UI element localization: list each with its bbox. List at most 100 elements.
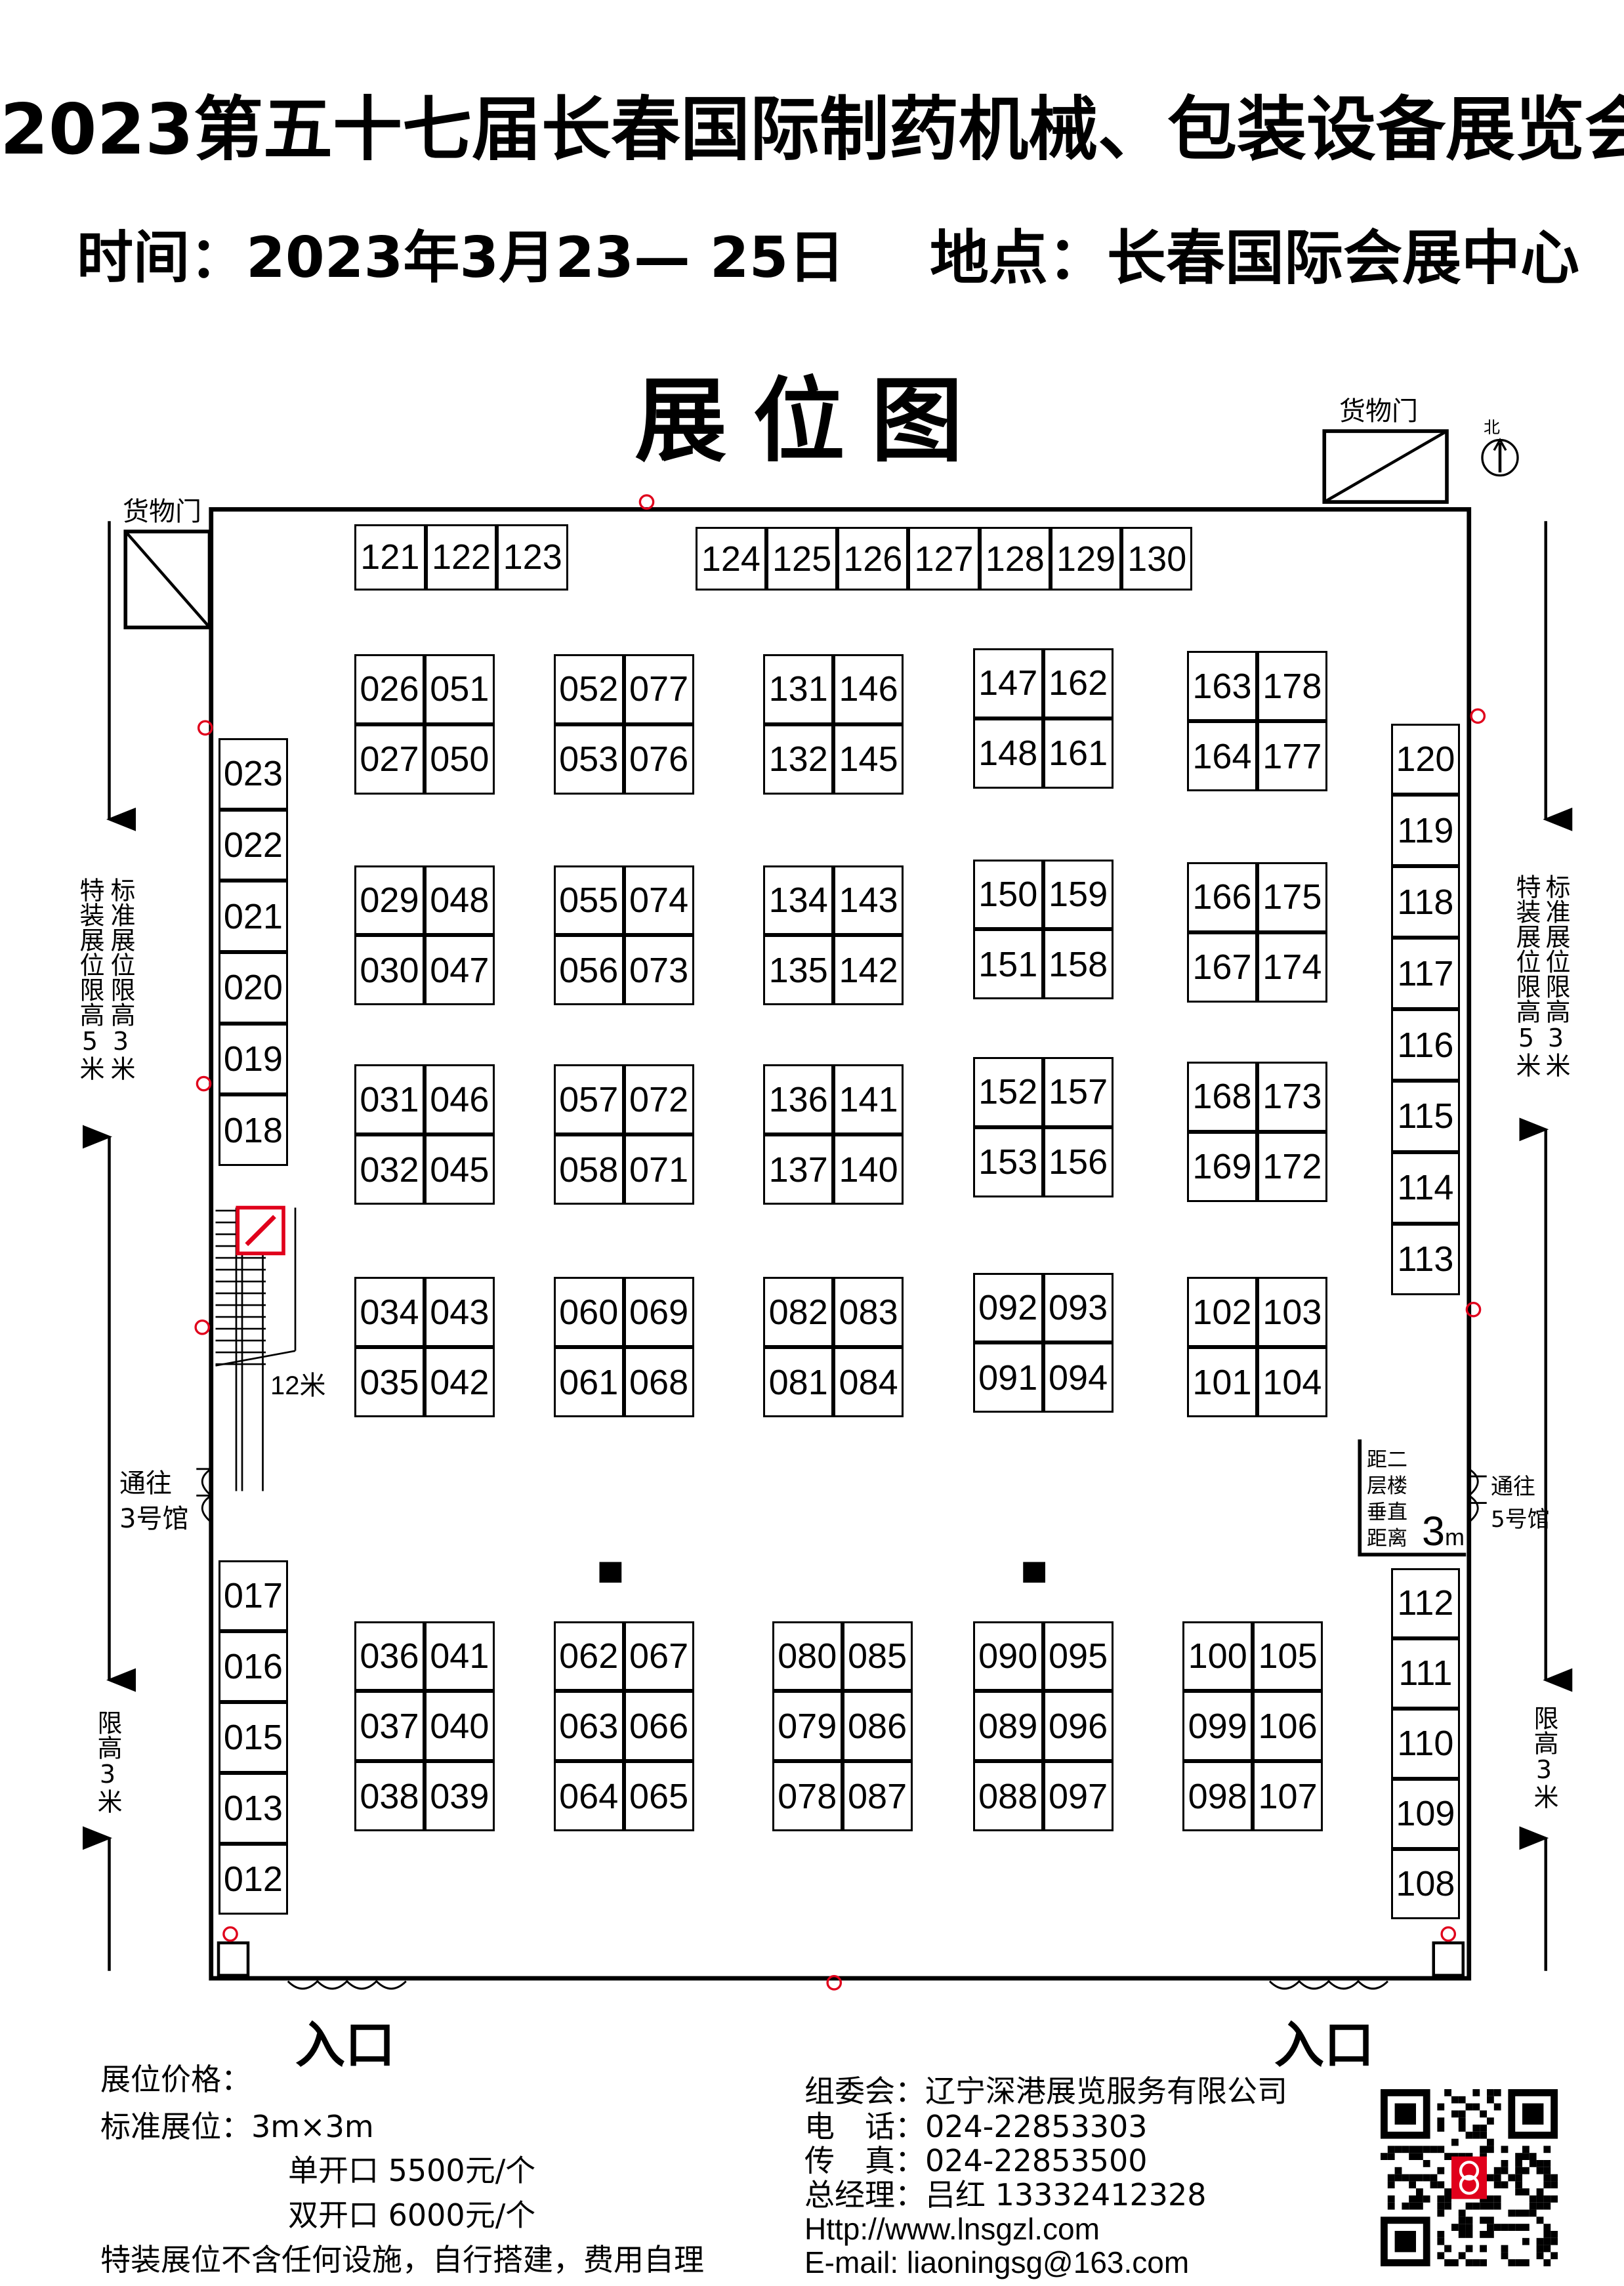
- booth[interactable]: 068: [623, 1347, 694, 1417]
- booth[interactable]: 060: [553, 1277, 624, 1348]
- booth[interactable]: 151: [972, 929, 1043, 1000]
- booth[interactable]: 175: [1257, 862, 1327, 932]
- booth[interactable]: 069: [623, 1277, 694, 1348]
- booth[interactable]: 061: [553, 1347, 624, 1417]
- booth[interactable]: 047: [424, 935, 495, 1006]
- booth[interactable]: 041: [424, 1621, 495, 1692]
- booth[interactable]: 106: [1253, 1691, 1323, 1762]
- booth[interactable]: 117: [1390, 938, 1461, 1010]
- booth[interactable]: 100: [1182, 1621, 1253, 1692]
- booth[interactable]: 157: [1043, 1057, 1114, 1127]
- booth[interactable]: 122: [425, 524, 497, 591]
- booth[interactable]: 058: [553, 1134, 624, 1205]
- email-link[interactable]: E-mail: liaoningsg@163.com: [804, 2245, 1190, 2279]
- booth[interactable]: 062: [553, 1621, 624, 1692]
- booth[interactable]: 147: [972, 648, 1043, 718]
- booth[interactable]: 093: [1043, 1272, 1114, 1343]
- booth[interactable]: 071: [623, 1134, 694, 1205]
- booth[interactable]: 178: [1257, 651, 1327, 722]
- booth[interactable]: 095: [1043, 1621, 1114, 1692]
- booth[interactable]: 102: [1187, 1277, 1257, 1348]
- booth[interactable]: 026: [354, 654, 425, 724]
- booth[interactable]: 021: [219, 881, 288, 953]
- booth[interactable]: 032: [354, 1134, 425, 1205]
- booth[interactable]: 123: [497, 524, 569, 591]
- booth[interactable]: 076: [623, 724, 694, 795]
- booth[interactable]: 146: [833, 654, 904, 724]
- booth[interactable]: 031: [354, 1064, 425, 1135]
- booth[interactable]: 057: [553, 1064, 624, 1135]
- booth[interactable]: 125: [766, 527, 838, 591]
- booth[interactable]: 077: [623, 654, 694, 724]
- booth[interactable]: 103: [1257, 1277, 1327, 1348]
- booth[interactable]: 087: [842, 1761, 913, 1832]
- booth[interactable]: 036: [354, 1621, 425, 1692]
- booth[interactable]: 030: [354, 935, 425, 1006]
- booth[interactable]: 034: [354, 1277, 425, 1348]
- booth[interactable]: 156: [1043, 1127, 1114, 1197]
- booth[interactable]: 162: [1043, 648, 1114, 718]
- booth[interactable]: 080: [772, 1621, 843, 1692]
- booth[interactable]: 046: [424, 1064, 495, 1135]
- booth[interactable]: 132: [763, 724, 834, 795]
- booth[interactable]: 039: [424, 1761, 495, 1832]
- booth[interactable]: 067: [623, 1621, 694, 1692]
- booth[interactable]: 082: [763, 1277, 834, 1348]
- booth[interactable]: 114: [1390, 1152, 1461, 1224]
- booth[interactable]: 127: [908, 527, 980, 591]
- booth[interactable]: 088: [972, 1761, 1043, 1832]
- booth[interactable]: 108: [1390, 1848, 1461, 1919]
- website-link[interactable]: Http://www.lnsgzl.com: [804, 2212, 1100, 2246]
- booth[interactable]: 148: [972, 718, 1043, 789]
- booth[interactable]: 012: [219, 1844, 288, 1915]
- booth[interactable]: 166: [1187, 862, 1257, 932]
- booth[interactable]: 105: [1253, 1621, 1323, 1692]
- booth[interactable]: 137: [763, 1134, 834, 1205]
- booth[interactable]: 119: [1390, 795, 1461, 867]
- booth[interactable]: 038: [354, 1761, 425, 1832]
- booth[interactable]: 085: [842, 1621, 913, 1692]
- booth[interactable]: 045: [424, 1134, 495, 1205]
- booth[interactable]: 078: [772, 1761, 843, 1832]
- booth[interactable]: 089: [972, 1691, 1043, 1762]
- booth[interactable]: 174: [1257, 932, 1327, 1003]
- booth[interactable]: 056: [553, 935, 624, 1006]
- booth[interactable]: 140: [833, 1134, 904, 1205]
- booth[interactable]: 173: [1257, 1061, 1327, 1132]
- booth[interactable]: 043: [424, 1277, 495, 1348]
- booth[interactable]: 084: [833, 1347, 904, 1417]
- booth[interactable]: 104: [1257, 1347, 1327, 1417]
- booth[interactable]: 098: [1182, 1761, 1253, 1832]
- booth[interactable]: 113: [1390, 1223, 1461, 1295]
- booth[interactable]: 129: [1050, 527, 1122, 591]
- booth[interactable]: 042: [424, 1347, 495, 1417]
- booth[interactable]: 177: [1257, 721, 1327, 791]
- booth[interactable]: 040: [424, 1691, 495, 1762]
- booth[interactable]: 037: [354, 1691, 425, 1762]
- booth[interactable]: 124: [695, 527, 766, 591]
- booth[interactable]: 159: [1043, 859, 1114, 930]
- booth[interactable]: 118: [1390, 866, 1461, 938]
- booth[interactable]: 169: [1187, 1131, 1257, 1202]
- booth[interactable]: 092: [972, 1272, 1043, 1343]
- booth[interactable]: 072: [623, 1064, 694, 1135]
- booth[interactable]: 163: [1187, 651, 1257, 722]
- booth[interactable]: 096: [1043, 1691, 1114, 1762]
- booth[interactable]: 094: [1043, 1342, 1114, 1413]
- booth[interactable]: 130: [1121, 527, 1193, 591]
- booth[interactable]: 066: [623, 1691, 694, 1762]
- booth[interactable]: 150: [972, 859, 1043, 930]
- booth[interactable]: 145: [833, 724, 904, 795]
- booth[interactable]: 120: [1390, 723, 1461, 795]
- booth[interactable]: 115: [1390, 1081, 1461, 1152]
- booth[interactable]: 136: [763, 1064, 834, 1135]
- booth[interactable]: 152: [972, 1057, 1043, 1127]
- booth[interactable]: 112: [1390, 1568, 1461, 1638]
- booth[interactable]: 079: [772, 1691, 843, 1762]
- booth[interactable]: 090: [972, 1621, 1043, 1692]
- booth[interactable]: 050: [424, 724, 495, 795]
- booth[interactable]: 143: [833, 865, 904, 936]
- booth[interactable]: 065: [623, 1761, 694, 1832]
- booth[interactable]: 161: [1043, 718, 1114, 789]
- booth[interactable]: 018: [219, 1094, 288, 1167]
